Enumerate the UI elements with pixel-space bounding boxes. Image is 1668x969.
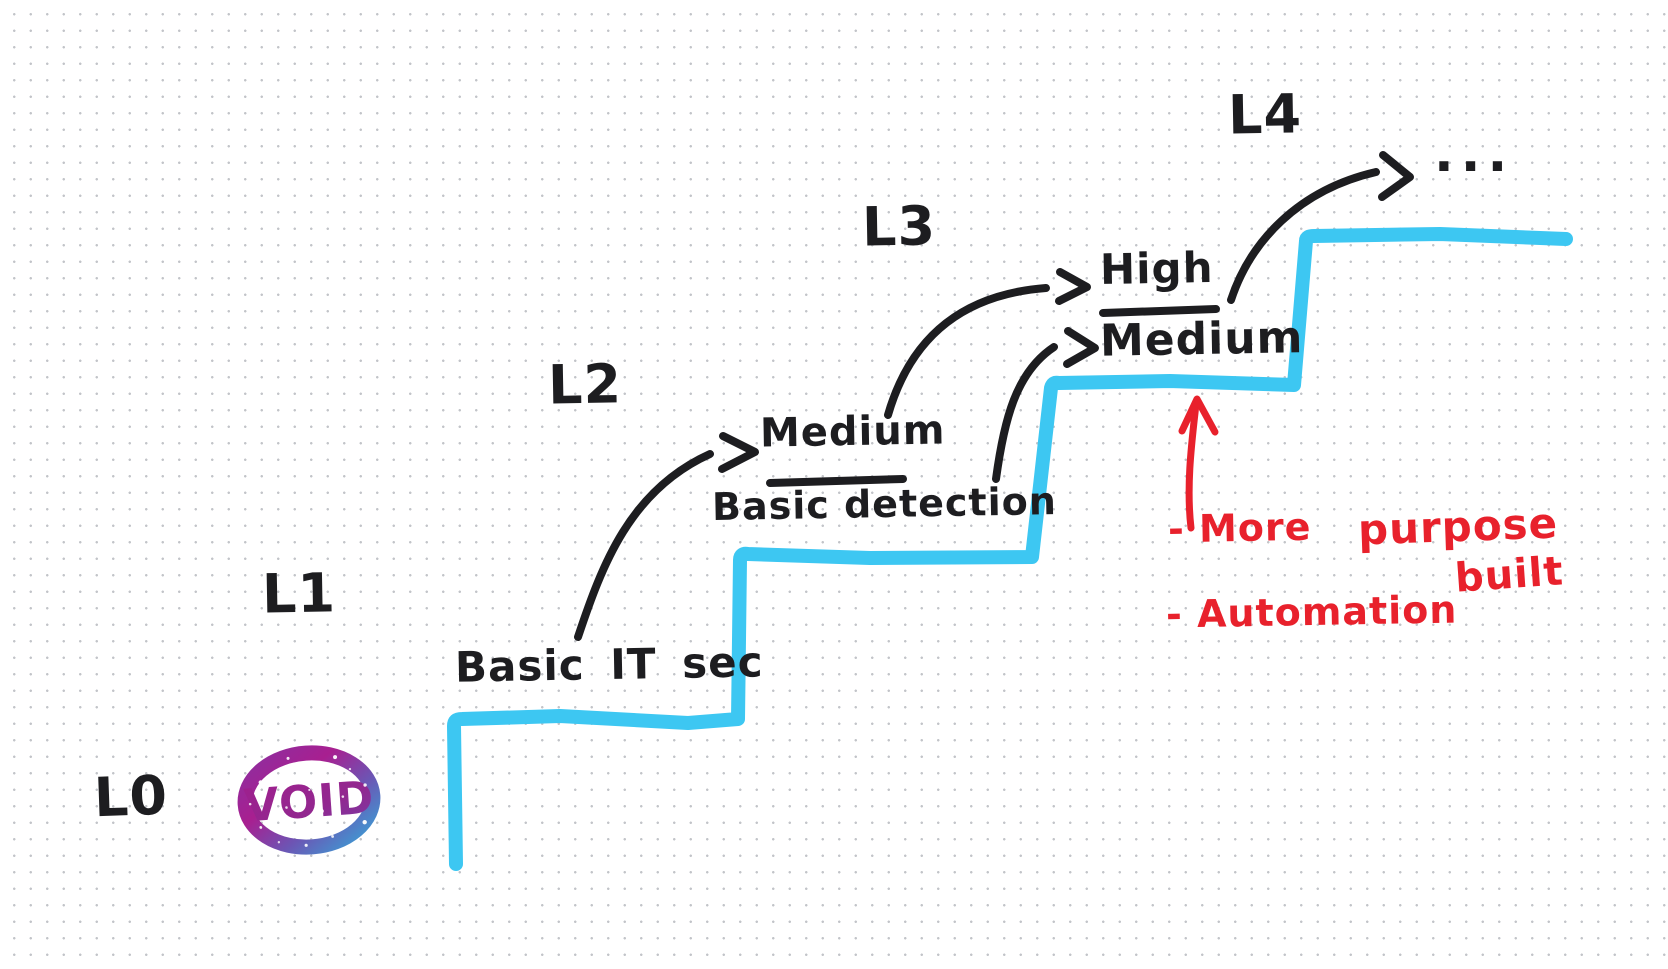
annotation-purpose: purpose xyxy=(1357,498,1559,555)
void-logo: VOID xyxy=(237,745,381,855)
annotation-built: built xyxy=(1453,548,1566,602)
arrow-l2-to-medium-shaft xyxy=(992,343,1058,483)
level-label-l0: L0 xyxy=(92,763,170,830)
staircase-line xyxy=(447,227,1573,871)
l3-maturity-label: High xyxy=(1099,243,1214,294)
level-label-l2: L2 xyxy=(547,352,623,417)
l2-caption: Basic detection xyxy=(711,478,1058,530)
void-logo-ring xyxy=(237,745,381,855)
annotation-more: - More xyxy=(1167,504,1312,552)
arrow-l2-to-high-head-icon xyxy=(1055,268,1091,305)
l2-medium-underline xyxy=(766,475,907,487)
annotation-automation: - Automation xyxy=(1165,587,1458,637)
arrow-l1-to-l2-shaft xyxy=(574,450,714,641)
arrow-l1-to-l2-head-icon xyxy=(718,432,759,473)
void-logo-text: VOID xyxy=(242,771,376,833)
l3-high-underline xyxy=(1099,305,1220,317)
arrow-l3-to-l4-shaft xyxy=(1227,168,1380,304)
void-logo-star-speckles xyxy=(248,755,367,847)
l2-maturity-label: Medium xyxy=(759,407,946,457)
l1-caption: Basic IT sec xyxy=(454,637,764,692)
arrow-l2-to-medium-head-icon xyxy=(1063,327,1099,368)
l3-caption: Medium xyxy=(1099,312,1304,367)
red-arrow-head-icon xyxy=(1178,395,1219,436)
level-label-l4: L4 xyxy=(1227,82,1303,147)
arrow-l2-to-high-shaft xyxy=(884,284,1050,419)
level-label-l1: L1 xyxy=(261,561,337,626)
l4-ellipsis-label: ... xyxy=(1434,124,1515,184)
level-label-l3: L3 xyxy=(861,194,937,259)
red-arrow-shaft xyxy=(1185,400,1200,532)
arrow-l3-to-l4-head-icon xyxy=(1378,151,1414,201)
